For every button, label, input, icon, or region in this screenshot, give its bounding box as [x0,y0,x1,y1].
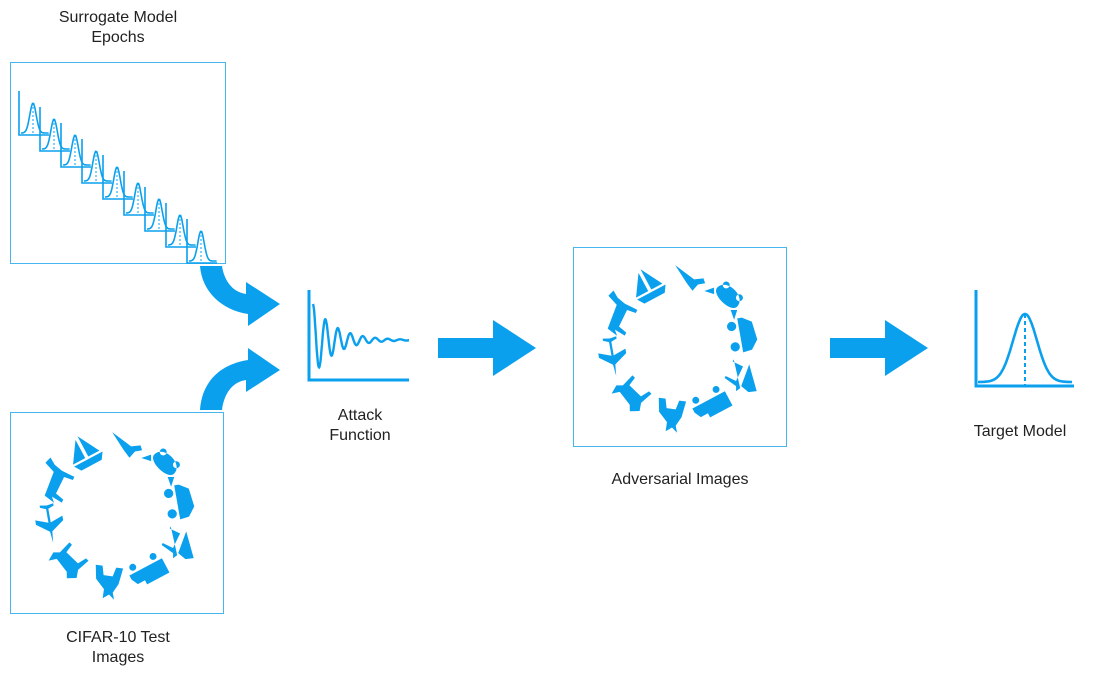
arrow-right-icon [438,320,536,376]
bird-icon [112,432,143,458]
cifar-label: CIFAR-10 Test Images [18,628,218,668]
attack-label: Attack Function [300,406,420,446]
horse-icon [44,457,75,503]
deer-icon [724,359,757,400]
cifar-classes-ring [35,432,195,600]
cat-icon [658,397,687,433]
horse-icon [607,290,638,336]
surrogate-label-line2: Epochs [91,29,145,46]
truck-icon [692,386,733,418]
dog-icon [611,375,652,412]
curved-arrow-down-icon [200,266,280,326]
airplane-icon [35,503,64,543]
attack-function-icon [307,290,410,382]
surrogate-epochs-panel [10,62,226,264]
car-icon [164,484,195,520]
adversarial-label: Adversarial Images [611,471,749,488]
target-label: Target Model [973,423,1067,440]
cifar-test-panel [10,412,224,614]
adversarial-classes-ring [598,265,758,433]
cifar-label-line1: CIFAR-10 Test [66,629,170,646]
truck-icon [129,553,170,585]
epoch-curves-icon [18,91,217,264]
surrogate-label-line1: Surrogate Model [58,9,178,26]
frog-icon [141,448,180,487]
car-icon [727,317,758,353]
cifar-label-line2: Images [91,649,145,666]
frog-icon [704,281,743,320]
dog-icon [48,542,89,579]
cat-icon [95,564,124,600]
surrogate-label: Surrogate Model Epochs [18,8,218,48]
target-model-icon [974,290,1074,388]
airplane-icon [598,336,627,376]
ship-icon [73,436,103,471]
ship-icon [636,269,666,304]
arrow-right-icon [830,320,928,376]
attack-label-line1: Attack [337,407,383,424]
curved-arrow-up-icon [200,348,280,410]
bird-icon [675,265,706,291]
adversarial-images-panel [573,247,787,447]
attack-label-line2: Function [329,427,391,444]
deer-icon [161,526,194,567]
